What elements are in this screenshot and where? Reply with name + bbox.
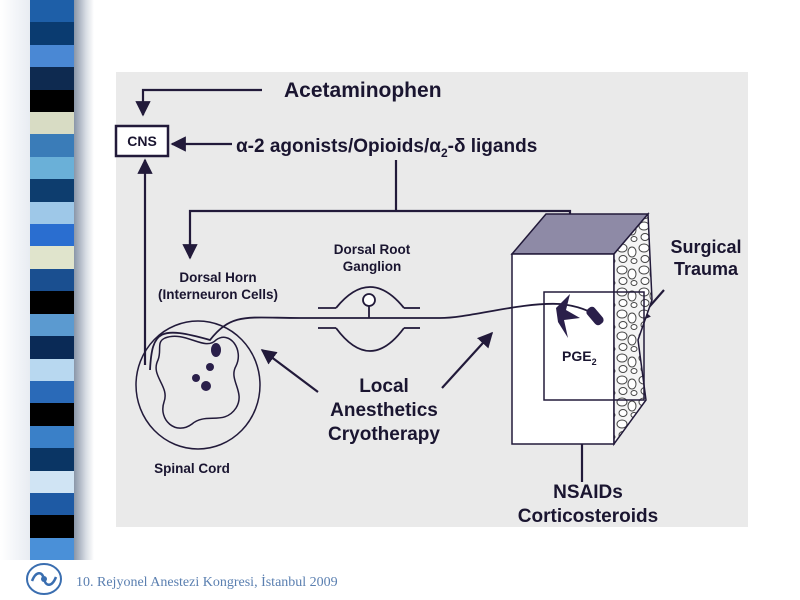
local-label-line1: Local xyxy=(359,376,409,397)
tissue-inner-box xyxy=(543,291,645,401)
interneuron-cells xyxy=(192,343,221,391)
stripe-block xyxy=(30,291,74,314)
prostaglandin-icon xyxy=(586,306,604,326)
stripe-block xyxy=(30,313,74,337)
nociceptor-icon xyxy=(556,294,580,338)
ganglion-lower-arc xyxy=(335,327,405,352)
gray-matter-outline xyxy=(155,335,240,429)
drg-label-line2: Ganglion xyxy=(343,259,402,274)
stripe-block xyxy=(30,224,74,247)
stripe-block xyxy=(30,179,74,202)
spinal-cord-outline xyxy=(135,320,261,450)
stripe-block xyxy=(30,156,74,180)
stripe-block xyxy=(30,246,74,269)
tissue-box-front xyxy=(511,253,615,445)
dorsal-horn-label-line2: (Interneuron Cells) xyxy=(158,287,278,302)
stripe-block xyxy=(30,44,74,68)
local-to-cord-arrow xyxy=(260,349,319,393)
stripe-block xyxy=(30,448,74,471)
stripe-block xyxy=(30,0,74,23)
surgical-trauma-label-line2: Trauma xyxy=(674,259,739,279)
stripe-block xyxy=(30,492,74,516)
drg-label-line1: Dorsal Root xyxy=(334,242,411,257)
stripe-block xyxy=(30,67,74,90)
agonists-label: α-2 agonists/Opioids/α2-δ ligands xyxy=(236,136,537,160)
stripe-block xyxy=(30,515,74,538)
edge-gradient xyxy=(0,0,30,560)
stripe-block xyxy=(30,380,74,404)
nsaids-label-line2: Corticosteroids xyxy=(518,506,658,527)
local-label-line3: Cryotherapy xyxy=(328,424,440,445)
stripe-block xyxy=(30,425,74,449)
ganglion-cell-body xyxy=(362,293,376,307)
stripe-block xyxy=(30,537,74,561)
stripe-block xyxy=(30,112,74,135)
congress-logo-icon xyxy=(26,563,62,595)
stripe-block xyxy=(30,358,74,381)
stripe-block xyxy=(30,201,74,225)
stripe-block xyxy=(30,470,74,493)
ganglion-upper-arc xyxy=(335,286,405,309)
dorsal-horn-label-line1: Dorsal Horn xyxy=(179,270,256,285)
tissue-cut-surface xyxy=(613,212,653,447)
pge2-label: PGE2 xyxy=(562,348,597,367)
stripe-block xyxy=(30,22,74,45)
spinal-cord-label: Spinal Cord xyxy=(154,461,230,476)
stripe-block xyxy=(30,336,74,359)
stripe-block xyxy=(30,268,74,292)
cns-label: CNS xyxy=(127,133,157,149)
acetaminophen-arrow xyxy=(135,88,262,117)
stripe-block xyxy=(30,134,74,157)
stripe-block xyxy=(30,89,74,113)
surgical-trauma-label-line1: Surgical xyxy=(670,237,741,257)
cns-box xyxy=(114,124,170,158)
footer-text: 10. Rejyonel Anestezi Kongresi, İstanbul… xyxy=(76,575,338,590)
stripe-shadow xyxy=(74,0,94,560)
local-label-line2: Anesthetics xyxy=(330,400,438,421)
local-to-tissue-arrow xyxy=(441,331,494,389)
stripe-block xyxy=(30,403,74,426)
nsaids-label-line1: NSAIDs xyxy=(553,482,623,503)
decorative-stripe-bar xyxy=(30,0,74,561)
acetaminophen-label: Acetaminophen xyxy=(284,79,442,102)
